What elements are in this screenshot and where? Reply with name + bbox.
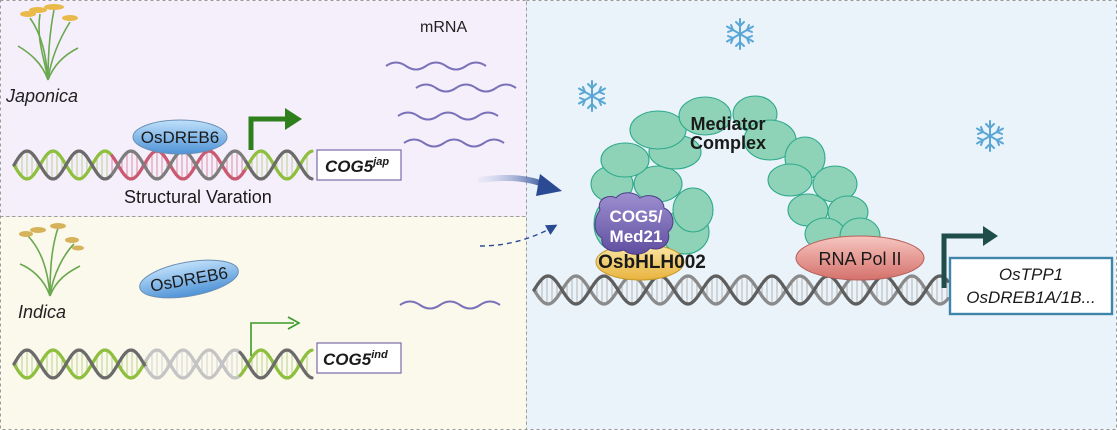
cog5-med21-label-line2: Med21 (610, 227, 663, 246)
japonica-flow-arrow (477, 174, 562, 196)
dna-strand-segment (308, 149, 314, 154)
indica-flow-arrow (479, 224, 558, 247)
structural-variation-label: Structural Varation (124, 187, 272, 207)
osbhlh002-label: OsbHLH002 (598, 252, 706, 273)
indica-tss-arrow (250, 316, 301, 356)
cog5-jap-gene-box (316, 149, 402, 181)
cog5-ind-gene-box (316, 342, 402, 374)
japonica-osdreb6-label: OsDREB6 (141, 128, 219, 147)
cog5-ind-gene-label: COG5ind (323, 349, 388, 369)
japonica-panel (0, 0, 527, 217)
dna-strand-segment (944, 297, 950, 303)
indica-label: Indica (18, 302, 66, 322)
indica-mrna-wave (399, 300, 501, 310)
mediator-label-line2: Complex (690, 133, 766, 153)
indica-rice-plant-icon (19, 223, 84, 297)
japonica-mrna-waves (385, 61, 517, 148)
mediator-label-line1: Mediator (690, 114, 765, 134)
japonica-dna-helix (12, 149, 314, 181)
cog5-med21-label-line1: COG5/ (610, 207, 663, 226)
dna-strand-segment (308, 348, 314, 353)
dna-strand-segment (308, 375, 314, 380)
mrna-label: mRNA (420, 19, 467, 36)
dna-strand-segment (308, 176, 314, 181)
indica-osdreb6-protein (139, 259, 239, 299)
rna-pol-ii-protein (795, 235, 925, 281)
cog5-med21-protein (594, 192, 674, 255)
japonica-osdreb6-protein (132, 119, 228, 155)
japonica-label: Japonica (5, 86, 78, 106)
target-tss-arrow (941, 226, 998, 288)
target-genes-box (948, 256, 1114, 316)
target-gene-line1: OsTPP1 (999, 265, 1063, 284)
cog5-jap-gene-label: COG5jap (325, 156, 389, 176)
target-gene-line2: OsDREB1A/1B... (966, 288, 1095, 307)
japonica-rice-plant-icon (17, 4, 79, 81)
indica-dna-helix (12, 348, 314, 380)
rna-pol-ii-label: RNA Pol II (818, 249, 901, 269)
japonica-tss-arrow (248, 108, 302, 150)
